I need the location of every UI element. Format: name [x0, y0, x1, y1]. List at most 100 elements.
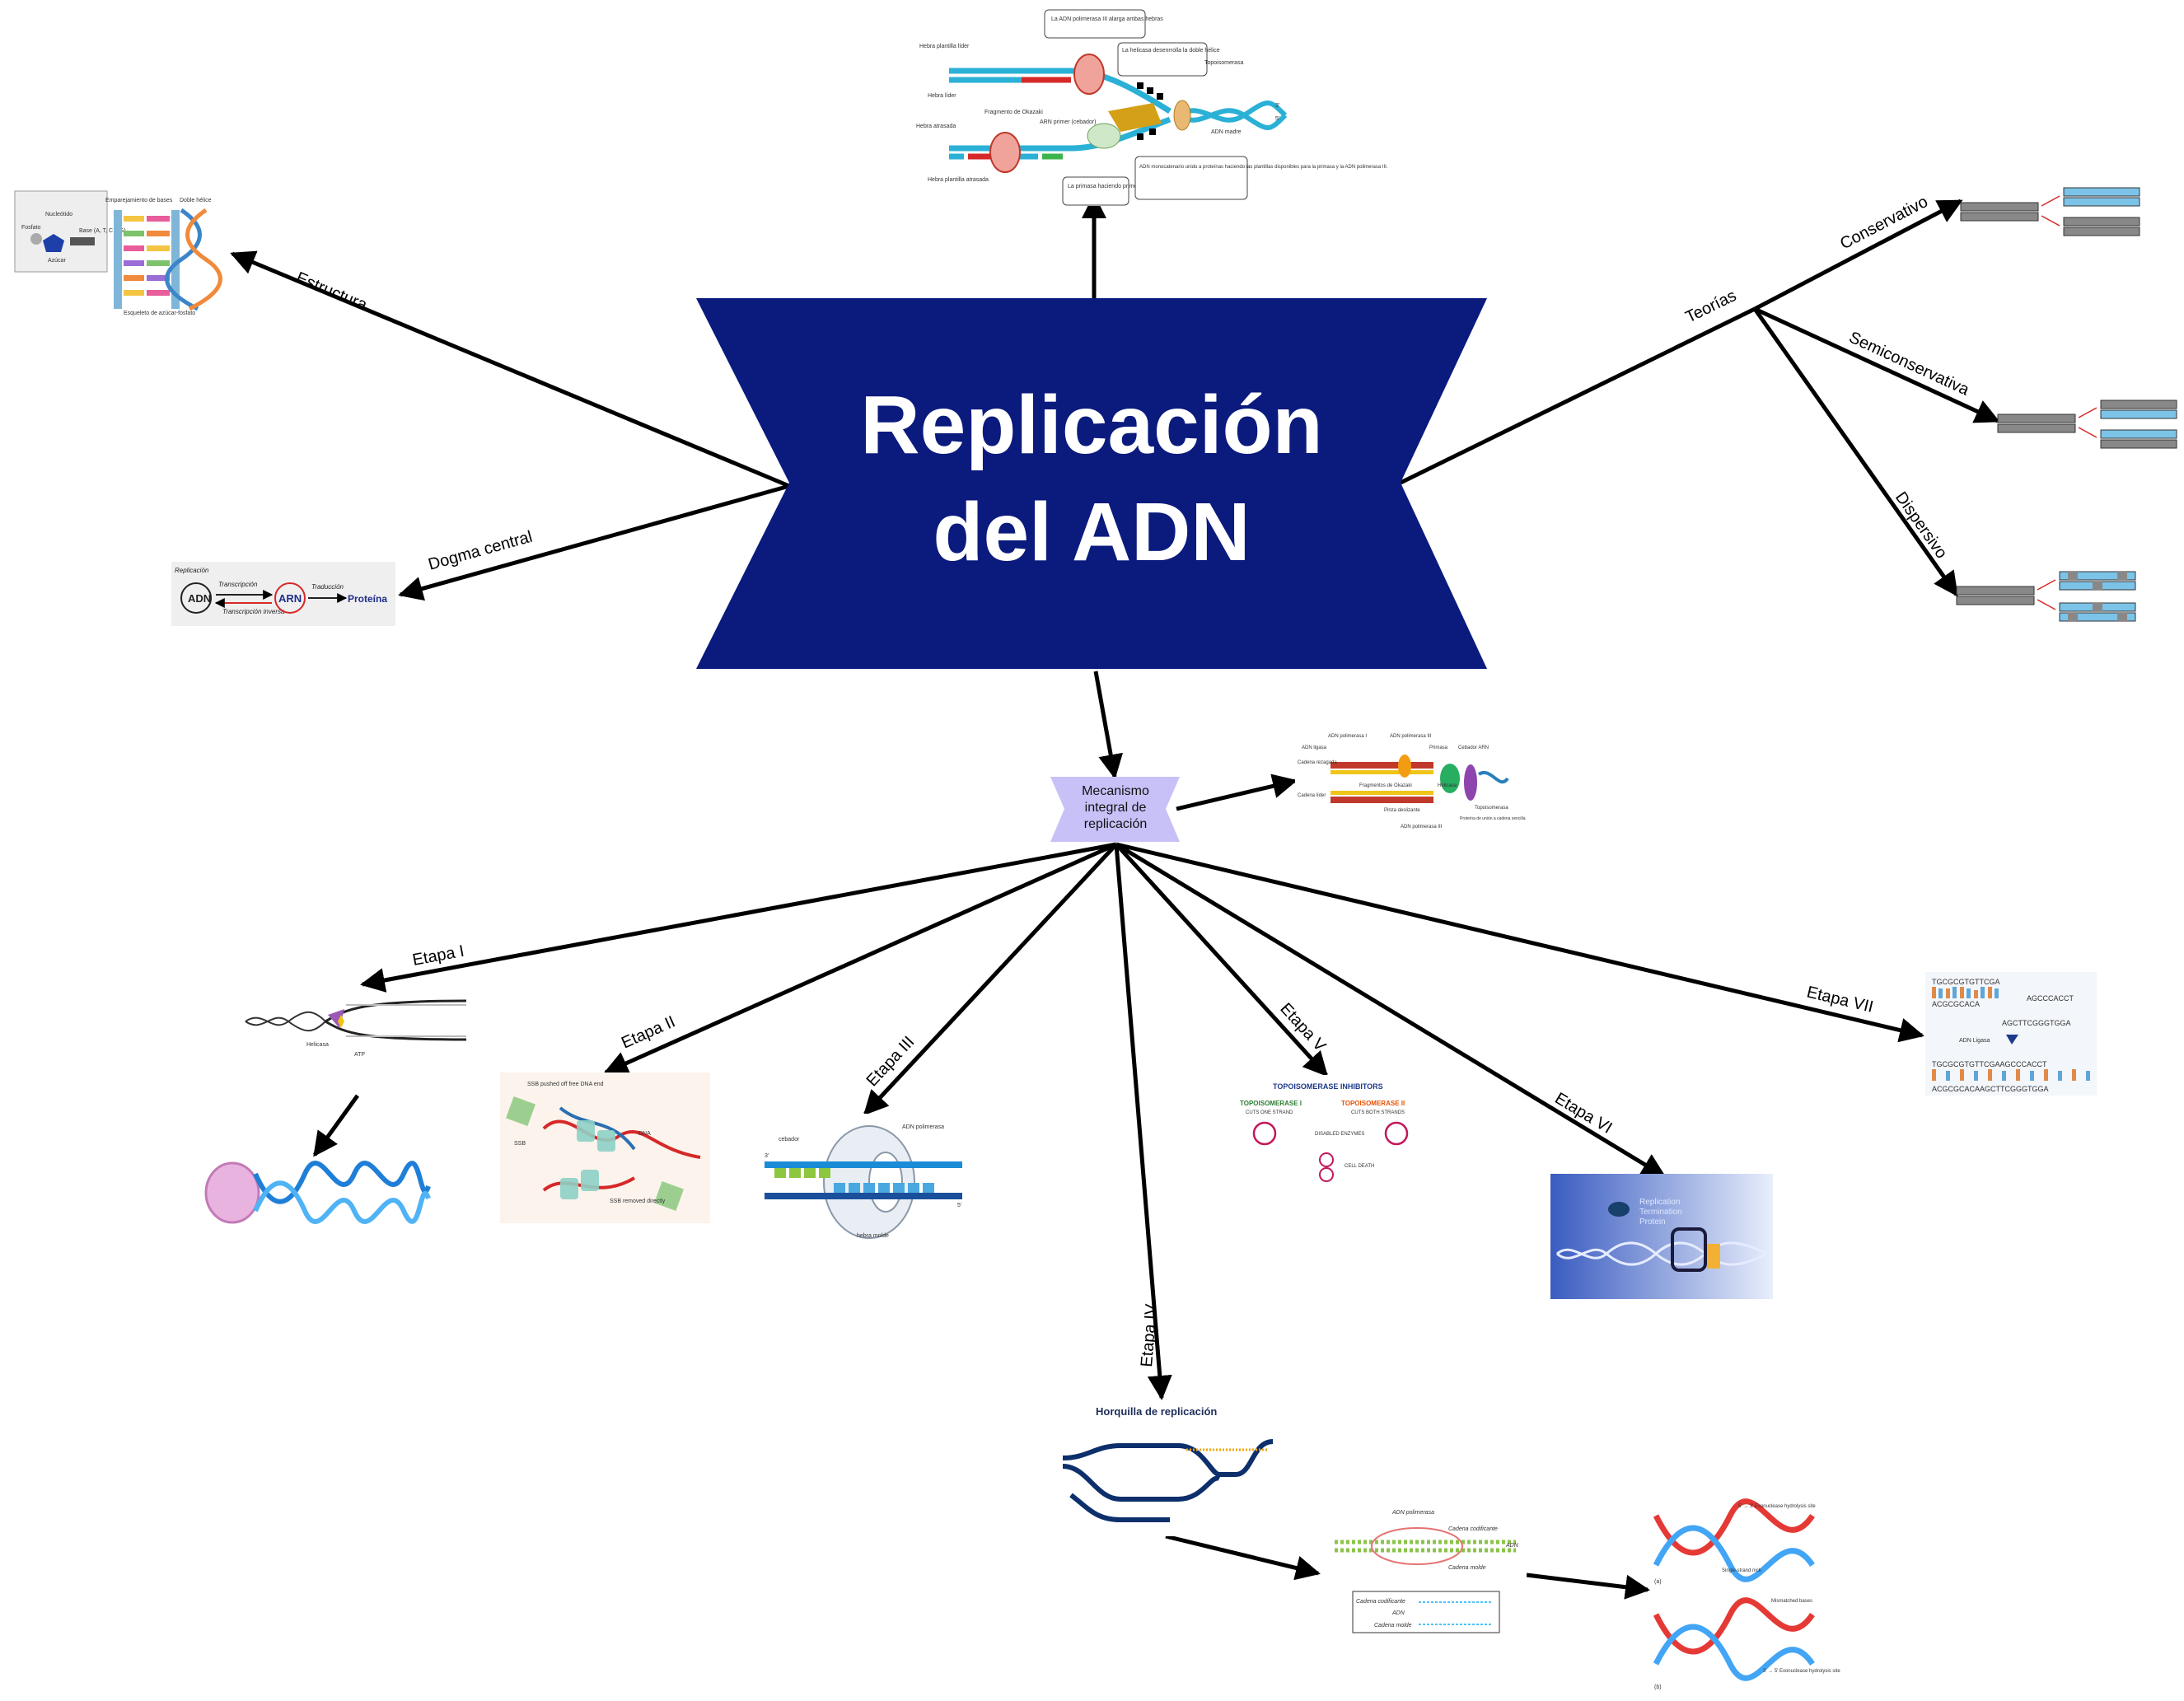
- etapa5-figure: TOPOISOMERASE INHIBITORS TOPOISOMERASE I…: [1236, 1075, 1438, 1190]
- top-label-lider-plantilla: Hebra plantilla líder: [919, 44, 970, 49]
- etapa6-figure: Replication Termination Protein: [1550, 1174, 1773, 1299]
- label-estructura: Estructura: [293, 269, 370, 315]
- top-label-monocatenario: ADN monocatenario unido a proteínas haci…: [1139, 165, 1388, 170]
- line-dispersivo: [1752, 307, 1959, 597]
- line-etapa4: [1114, 843, 1172, 1400]
- mech-ligasa: ADN ligasa: [1302, 745, 1327, 750]
- top-label-atrasada: Hebra atrasada: [916, 124, 956, 129]
- conservativo-figure: [1960, 187, 2140, 236]
- mechanism-node: Mecanismo integral de replicación: [1050, 777, 1180, 842]
- top-label-primer: ARN primer (cebador): [1040, 119, 1096, 125]
- etapa2-dna: DNA: [638, 1131, 651, 1137]
- top-label-pol3: La ADN polimerasa III alarga ambas hebra…: [1051, 16, 1163, 22]
- mechanism-line-1: Mecanismo: [1082, 784, 1149, 798]
- br-exo2: 3' → 5' Exonuclease hydrolysis site: [1763, 1669, 1840, 1674]
- etapa6-line2: Termination: [1639, 1208, 1682, 1217]
- mech-ssb: Proteína de unión a cadena sencilla: [1460, 816, 1526, 821]
- etapa1-helix-figure: [202, 1160, 431, 1226]
- etapa7-seq4: AGCTTCGGGTGGA: [2002, 1019, 2071, 1027]
- etapa2-ssb: SSB: [514, 1141, 526, 1147]
- etapa4-polymerase-figure: ADN polimerasa Cadena codificante Cadena…: [1322, 1506, 1527, 1638]
- etapa5-topo2-sub: CUTS BOTH STRANDS: [1351, 1110, 1405, 1115]
- etapa2-ssb-removed: SSB removed directly: [610, 1199, 666, 1204]
- bm-molde2: Cadena molde: [1374, 1623, 1412, 1629]
- top-three-prime: 3': [1275, 103, 1279, 109]
- etapa3-five: 5': [957, 1203, 961, 1208]
- line-etapa2: [603, 842, 1118, 1075]
- top-label-okazaki: Fragmento de Okazaki: [984, 110, 1043, 115]
- mech-rezagada: Cadena rezagada: [1298, 760, 1337, 765]
- estructura-fosfato: Fosfato: [21, 225, 40, 231]
- mechanism-line-2: integral de: [1085, 801, 1147, 815]
- top-label-plantilla-atrasada: Hebra plantilla atrasada: [928, 177, 989, 183]
- line-etapa1: [360, 842, 1117, 993]
- bm-cod2: Cadena codificante: [1356, 1599, 1405, 1605]
- bm-molde: Cadena molde: [1448, 1565, 1486, 1571]
- title-shape: [696, 298, 1487, 669]
- dogma-replicacion: Replicación: [175, 567, 209, 574]
- mech-helicasa: Helicasa: [1438, 783, 1457, 788]
- line-etapa5: [1115, 843, 1329, 1077]
- line-mech-figure: [1176, 773, 1298, 811]
- etapa5-death: CELL DEATH: [1345, 1164, 1374, 1169]
- br-nick: Single-strand nick: [1722, 1568, 1762, 1573]
- label-dogma: Dogma central: [426, 528, 534, 574]
- etapa7-seq2: ACGCGCACA: [1932, 1000, 1980, 1008]
- central-title-node: Replicación del ADN: [696, 298, 1487, 669]
- bm-pol: ADN polimerasa: [1391, 1510, 1434, 1516]
- etapa5-disabled: DISABLED ENZYMES: [1315, 1132, 1364, 1137]
- etapa6-line1: Replication: [1639, 1198, 1680, 1207]
- dispersivo-figure: [1956, 571, 2136, 622]
- etapa5-topo1-sub: CUTS ONE STRAND: [1246, 1110, 1293, 1115]
- dogma-traduccion: Traducción: [311, 583, 344, 591]
- line-semiconservativa: [1753, 306, 2000, 423]
- etapa7-seq5: TGCGCGTGTTCGAAGCCCACCT: [1932, 1060, 2047, 1068]
- bm-codificante: Cadena codificante: [1448, 1526, 1498, 1532]
- line-mecanismo: [1093, 671, 1123, 779]
- title-line-2: del ADN: [933, 486, 1250, 578]
- connector-lines: [230, 194, 2000, 1600]
- label-etapa3: Etapa III: [863, 1033, 919, 1090]
- bm-adn2: ADN: [1391, 1610, 1405, 1616]
- line-teorias: [1399, 306, 1756, 485]
- estructura-figure: Nucleótido Fosfato Azúcar Base (A, T, C …: [14, 190, 222, 316]
- mech-topo: Topoisomerasa: [1475, 806, 1508, 811]
- mech-pol3: ADN polimerasa III: [1390, 734, 1432, 739]
- estructura-base: Base (A, T, C ó G): [79, 228, 126, 234]
- top-label-helicasa: La helicasa desenrrolla la doble hélice: [1122, 48, 1220, 54]
- etapa5-title: TOPOISOMERASE INHIBITORS: [1273, 1082, 1383, 1091]
- title-line-1: Replicación: [860, 379, 1322, 471]
- line-etapa6: [1115, 842, 1667, 1179]
- mech-pinza: Pinza deslizante: [1384, 808, 1420, 813]
- mech-pol1: ADN polimerasa I: [1328, 734, 1367, 739]
- dogma-transcripcion-inversa: Transcripción inversa: [222, 608, 285, 615]
- etapa3-cebador: cebador: [779, 1137, 800, 1143]
- line-etapa1-sub: [312, 1094, 360, 1157]
- etapa1-helicasa: Helicasa: [306, 1042, 329, 1048]
- mechanism-line-3: replicación: [1084, 817, 1147, 831]
- mechanism-figure: ADN polimerasa I ADN polimerasa III ADN …: [1295, 729, 1526, 832]
- dogma-figure: Replicación ADN Transcripción Transcripc…: [171, 562, 395, 626]
- dogma-proteina: Proteína: [348, 593, 387, 605]
- etapa1-atp: ATP: [354, 1052, 365, 1058]
- estructura-doble: Doble hélice: [180, 198, 212, 203]
- estructura-esqueleto: Esqueleto de azúcar-fosfato: [124, 311, 195, 316]
- dogma-arn: ARN: [278, 592, 302, 605]
- estructura-emparejamiento: Emparejamiento de bases: [105, 198, 173, 203]
- bm-adn: ADN: [1505, 1543, 1519, 1549]
- line-etapa7: [1115, 842, 1924, 1043]
- etapa7-figure: TGCGCGTGTTCGA ACGCGCACA AGCCCACCT AGCTTC…: [1925, 972, 2097, 1096]
- mech-pol3b: ADN polimerasa III: [1401, 825, 1443, 829]
- br-exo1: 5' → 3' Exonuclease hydrolysis site: [1738, 1504, 1816, 1509]
- dogma-transcripcion: Transcripción: [218, 581, 258, 588]
- line-etapa4-sub1: [1165, 1534, 1321, 1581]
- etapa7-seq6: ACGCGCACAAGCTTCGGGTGGA: [1932, 1085, 2049, 1093]
- line-dogma: [398, 484, 790, 601]
- mech-cebador: Cebador ARN: [1458, 745, 1489, 750]
- etapa3-figure: cebador ADN polimerasa hebra molde 3' 5': [762, 1114, 968, 1247]
- top-label-primasa: La primasa haciendo primer's: [1068, 184, 1143, 189]
- etapa5-topo1: TOPOISOMERASE I: [1240, 1100, 1302, 1107]
- etapa3-molde: hebra molde: [857, 1233, 889, 1239]
- top-label-topoisomerasa: Topoisomerasa: [1204, 60, 1244, 66]
